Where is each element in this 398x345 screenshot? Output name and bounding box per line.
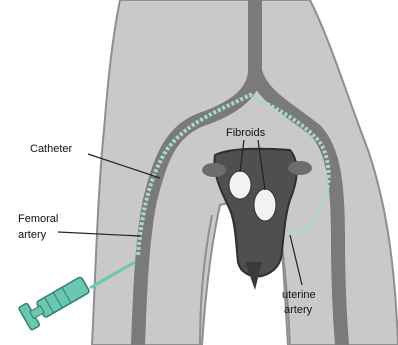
femoral-label-line2: artery — [18, 229, 47, 241]
catheter-label: Catheter — [30, 143, 73, 155]
right-ovary — [288, 161, 312, 175]
femoral-label-line1: Femoral — [18, 213, 58, 225]
left-ovary — [202, 163, 226, 177]
fibroid-right — [254, 189, 276, 221]
uterine-label-line2: artery — [284, 304, 313, 316]
fibroid-left — [229, 171, 251, 199]
fibroids-label: Fibroids — [226, 127, 266, 139]
uterine-label-line1: uterine — [282, 289, 316, 301]
